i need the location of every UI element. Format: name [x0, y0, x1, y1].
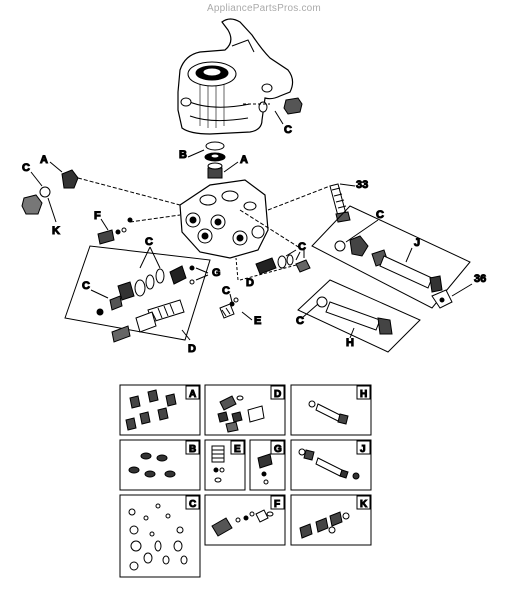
- kit-label-h: H: [360, 389, 367, 400]
- callout-c-top: C: [284, 124, 292, 136]
- callout-c-g: C: [222, 285, 230, 297]
- kit-box-f[interactable]: [204, 494, 286, 546]
- kit-box-a[interactable]: [119, 384, 201, 436]
- kit-box-c[interactable]: [119, 494, 201, 578]
- watermark: AppliancePartsPros.com: [207, 3, 321, 14]
- bolt-33[interactable]: [329, 183, 351, 223]
- callout-d-box: D: [188, 343, 196, 355]
- valve-a-left[interactable]: [61, 169, 79, 189]
- callout-c-h: C: [296, 315, 304, 327]
- kit-box-g[interactable]: [249, 439, 286, 491]
- callout-c-right2: C: [376, 209, 384, 221]
- kit-box-h[interactable]: [290, 384, 372, 436]
- f-parts[interactable]: [97, 217, 133, 245]
- kit-label-d: D: [274, 389, 281, 400]
- h-parts[interactable]: [316, 296, 393, 335]
- d-parts[interactable]: [96, 265, 187, 343]
- kit-label-g: G: [274, 444, 282, 455]
- kit-box-e[interactable]: [204, 439, 246, 491]
- kit-h-outline: [297, 279, 421, 353]
- kit-label-b: B: [189, 444, 196, 455]
- plug-k[interactable]: [21, 194, 43, 215]
- j-parts[interactable]: [334, 235, 453, 309]
- callout-k: K: [52, 225, 60, 237]
- valve-a-top[interactable]: [207, 162, 223, 179]
- callout-b: B: [179, 149, 187, 161]
- housing-plug[interactable]: [243, 97, 303, 115]
- callout-36: 36: [474, 273, 486, 285]
- kit-label-j: J: [360, 444, 366, 455]
- d-right-part[interactable]: [255, 254, 311, 275]
- kit-box-b[interactable]: [119, 439, 201, 491]
- callout-h: H: [346, 337, 354, 349]
- callout-a2: A: [240, 154, 248, 166]
- kit-label-f: F: [274, 499, 280, 510]
- callout-c-left: C: [22, 162, 30, 174]
- callout-c-right: C: [298, 241, 306, 253]
- kit-box-j[interactable]: [290, 439, 372, 491]
- callout-33: 33: [356, 179, 368, 191]
- e-parts[interactable]: [219, 297, 239, 319]
- kit-label-c: C: [189, 499, 196, 510]
- callout-j: J: [414, 237, 420, 249]
- callout-e: E: [254, 315, 261, 327]
- callout-g: G: [212, 267, 221, 279]
- pump-housing[interactable]: [177, 18, 294, 135]
- kit-d-outline: [64, 245, 211, 341]
- o-ring-left[interactable]: [39, 186, 51, 198]
- callout-a1: A: [40, 154, 48, 166]
- kit-j-outline: [311, 205, 471, 309]
- kit-box-k[interactable]: [290, 494, 372, 546]
- kit-box-d[interactable]: [204, 384, 286, 436]
- kit-label-e: E: [234, 444, 241, 455]
- kit-label-k: K: [360, 499, 368, 510]
- kit-label-a: A: [189, 389, 196, 400]
- manifold[interactable]: [179, 179, 269, 259]
- callout-f: F: [94, 210, 101, 222]
- valve-b[interactable]: [204, 141, 226, 162]
- callout-d-inner: D: [246, 277, 254, 289]
- callout-c-left2: C: [82, 280, 90, 292]
- callout-c-mid: C: [145, 236, 153, 248]
